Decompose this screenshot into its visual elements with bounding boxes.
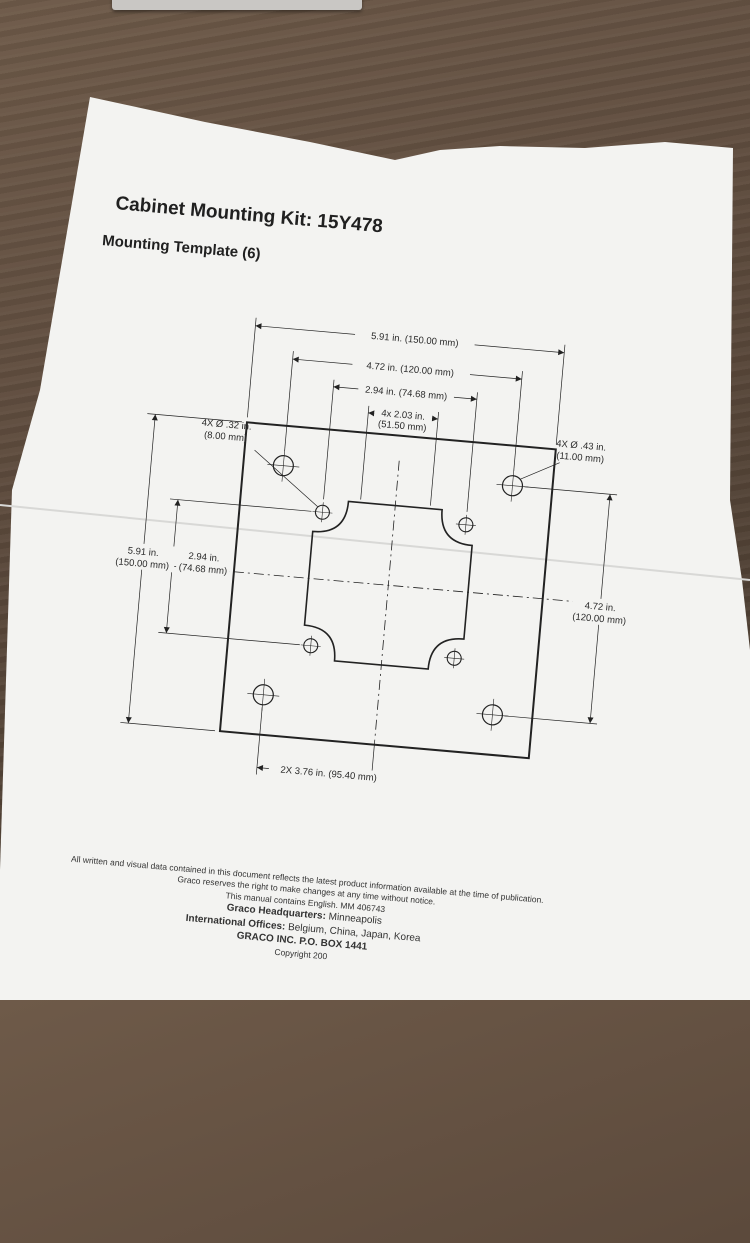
- mounting-template-page: Cabinet Mounting Kit: 15Y478 Mounting Te…: [0, 150, 708, 1243]
- dim-large-hole-line2: (11.00 mm): [556, 450, 605, 465]
- large-hole-top-right: [496, 469, 529, 502]
- dim-left-outer-line2: (150.00 mm): [115, 556, 170, 572]
- dim-small-hole-line1: 4X Ø .32 in.: [201, 417, 252, 432]
- dim-left-inner-line1: 2.94 in.: [188, 551, 220, 565]
- dim-right-holes-line1: 4.72 in.: [584, 600, 616, 614]
- small-hole-bottom-right: [444, 648, 465, 669]
- dim-top-center-line2: (51.50 mm): [378, 419, 427, 434]
- large-hole-bottom-left: [247, 678, 280, 711]
- template-outline: [218, 421, 557, 760]
- center-cutout: [303, 500, 473, 670]
- small-hole-bottom-left: [300, 635, 321, 656]
- dim-top-center-line1: 4x 2.03 in.: [381, 408, 426, 423]
- paper-sheet: [0, 97, 750, 1000]
- small-hole-top-left: [312, 502, 333, 523]
- dim-left-inner-line2: (74.68 mm): [178, 562, 227, 577]
- mounting-template-drawing: 5.91 in. (150.00 mm) 4.72 in. (120.00 mm…: [111, 317, 635, 786]
- small-hole-top-right: [455, 514, 476, 535]
- dim-right-holes-line2: (120.00 mm): [572, 611, 627, 627]
- large-hole-bottom-right: [476, 698, 509, 731]
- large-hole-top-left: [267, 449, 300, 482]
- dim-left-outer-line1: 5.91 in.: [127, 545, 159, 559]
- dim-small-hole-line2: (8.00 mm): [204, 430, 248, 445]
- object-edge: [112, 0, 362, 10]
- dim-large-hole-line1: 4X Ø .43 in.: [556, 438, 607, 453]
